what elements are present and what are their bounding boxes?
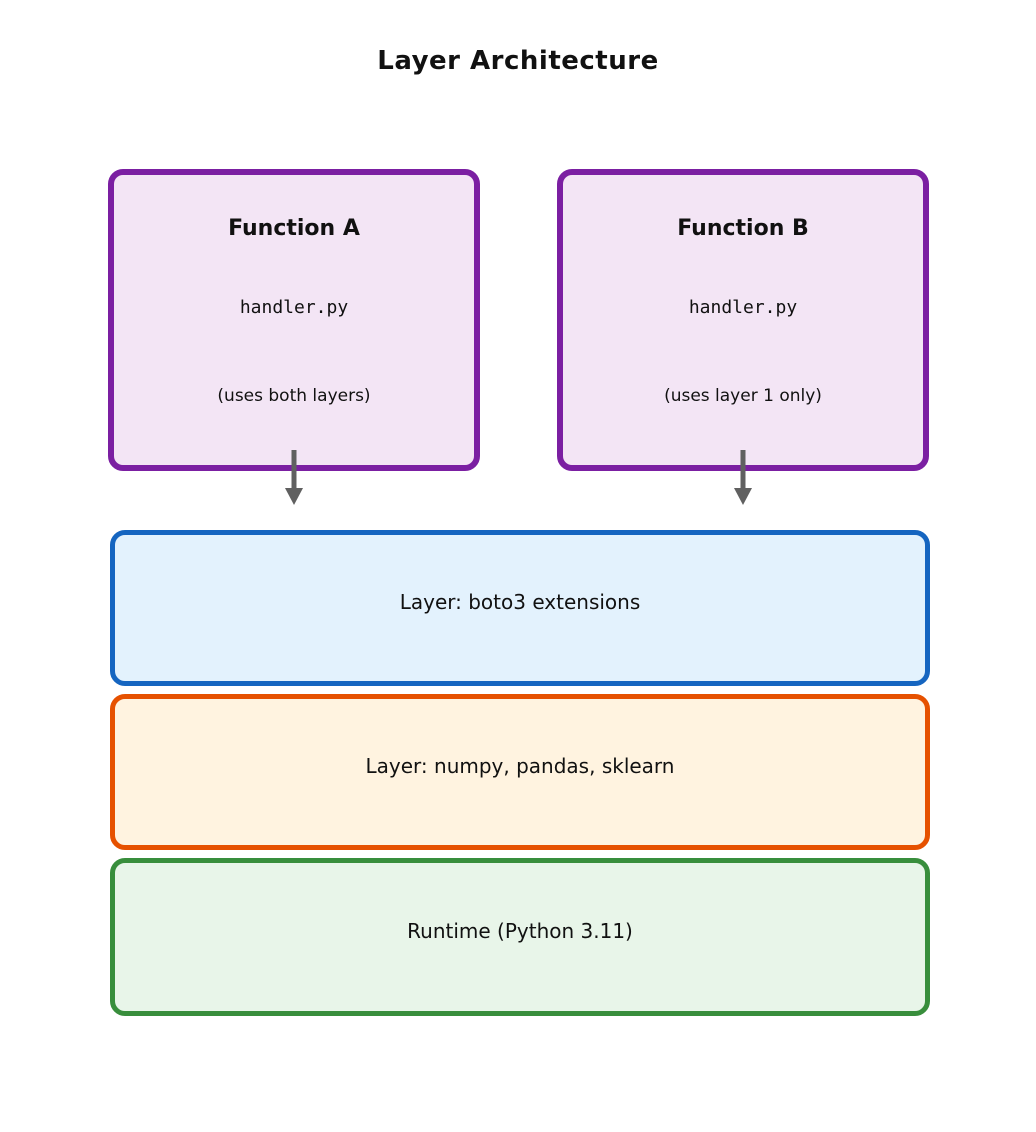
layer-numpy-pandas-sklearn-box: Layer: numpy, pandas, sklearn (110, 694, 930, 850)
runtime-label: Runtime (Python 3.11) (407, 919, 633, 943)
function-b-box: Function B handler.py (uses layer 1 only… (557, 169, 929, 471)
function-b-note: (uses layer 1 only) (664, 386, 822, 406)
diagram-title: Layer Architecture (377, 46, 659, 76)
layer-numpy-pandas-sklearn-label: Layer: numpy, pandas, sklearn (365, 754, 675, 778)
function-b-title: Function B (677, 216, 809, 241)
arrow-down-icon (283, 450, 305, 506)
function-a-box: Function A handler.py (uses both layers) (108, 169, 480, 471)
function-a-title: Function A (228, 216, 360, 241)
arrow-down-icon (732, 450, 754, 506)
runtime-box: Runtime (Python 3.11) (110, 858, 930, 1016)
function-a-note: (uses both layers) (217, 386, 371, 406)
function-b-filename: handler.py (688, 297, 798, 318)
layer-boto3-box: Layer: boto3 extensions (110, 530, 930, 686)
layer-boto3-label: Layer: boto3 extensions (399, 590, 641, 614)
function-a-filename: handler.py (239, 297, 349, 318)
